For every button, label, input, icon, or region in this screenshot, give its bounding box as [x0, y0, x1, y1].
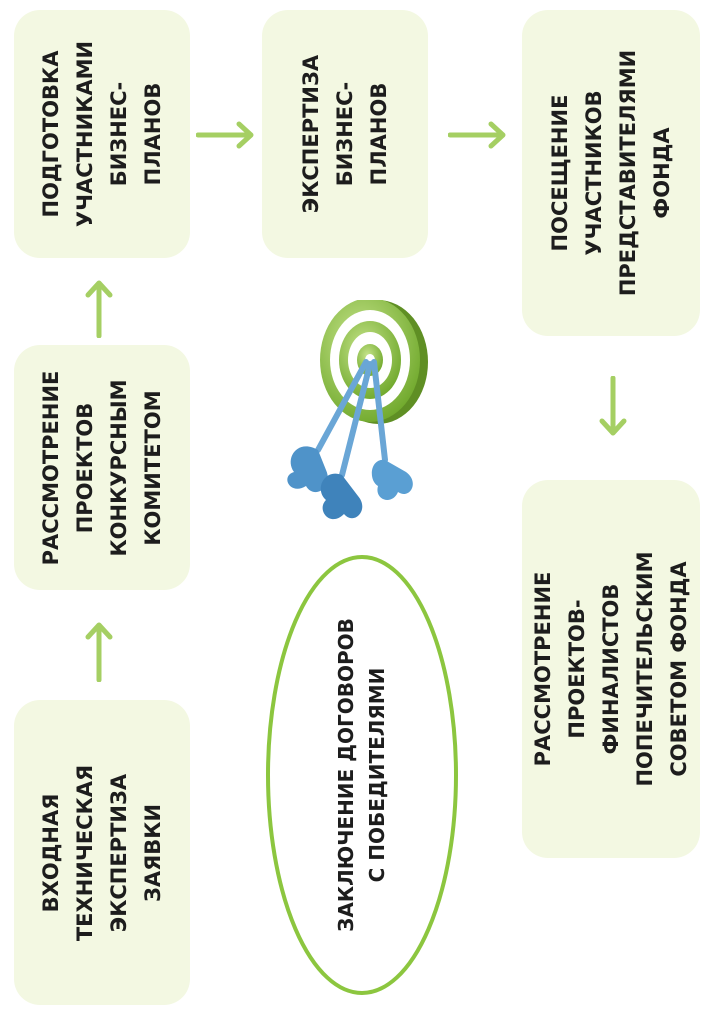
- box-business-plan-expertise: ЭКСПЕРТИЗА БИЗНЕС- ПЛАНОВ: [262, 10, 428, 258]
- box-board-review: РАССМОТРЕНИЕ ПРОЕКТОВ-ФИНАЛИСТОВ ПОПЕЧИТ…: [522, 480, 700, 858]
- box-intake-review: ВХОДНАЯ ТЕХНИЧЕСКАЯ ЭКСПЕРТИЗА ЗАЯВКИ: [14, 700, 190, 1005]
- contract-signing-label: ЗАКЛЮЧЕНИЕ ДОГОВОРОВ С ПОБЕДИТЕЛЯМИ: [334, 618, 389, 932]
- box-committee-review: РАССМОТРЕНИЕ ПРОЕКТОВ КОНКУРСНЫМ КОМИТЕТ…: [14, 345, 190, 590]
- board-review-label: РАССМОТРЕНИЕ ПРОЕКТОВ-ФИНАЛИСТОВ ПОПЕЧИТ…: [531, 551, 691, 787]
- business-plan-expertise-label: ЭКСПЕРТИЗА БИЗНЕС- ПЛАНОВ: [299, 54, 391, 214]
- arrow-up-1: [85, 622, 113, 682]
- business-plan-prep-label: ПОДГОТОВКА УЧАСТНИКАМИ БИЗНЕС- ПЛАНОВ: [39, 40, 165, 228]
- contract-signing-ellipse: [266, 555, 458, 995]
- box-business-plan-prep: ПОДГОТОВКА УЧАСТНИКАМИ БИЗНЕС- ПЛАНОВ: [14, 10, 190, 258]
- committee-review-label: РАССМОТРЕНИЕ ПРОЕКТОВ КОНКУРСНЫМ КОМИТЕТ…: [39, 370, 165, 565]
- dartboard-with-darts-icon: [287, 300, 428, 520]
- box-fund-visit: ПОСЕЩЕНИЕ УЧАСТНИКОВ ПРЕДСТАВИТЕЛЯМИ ФОН…: [522, 10, 700, 336]
- arrow-right-2: [448, 121, 506, 149]
- arrow-right-1: [196, 121, 254, 149]
- fund-visit-label: ПОСЕЩЕНИЕ УЧАСТНИКОВ ПРЕДСТАВИТЕЛЯМИ ФОН…: [548, 49, 674, 297]
- arrow-up-2: [85, 280, 113, 338]
- arrow-down-1: [599, 376, 627, 436]
- intake-review-label: ВХОДНАЯ ТЕХНИЧЕСКАЯ ЭКСПЕРТИЗА ЗАЯВКИ: [39, 764, 165, 941]
